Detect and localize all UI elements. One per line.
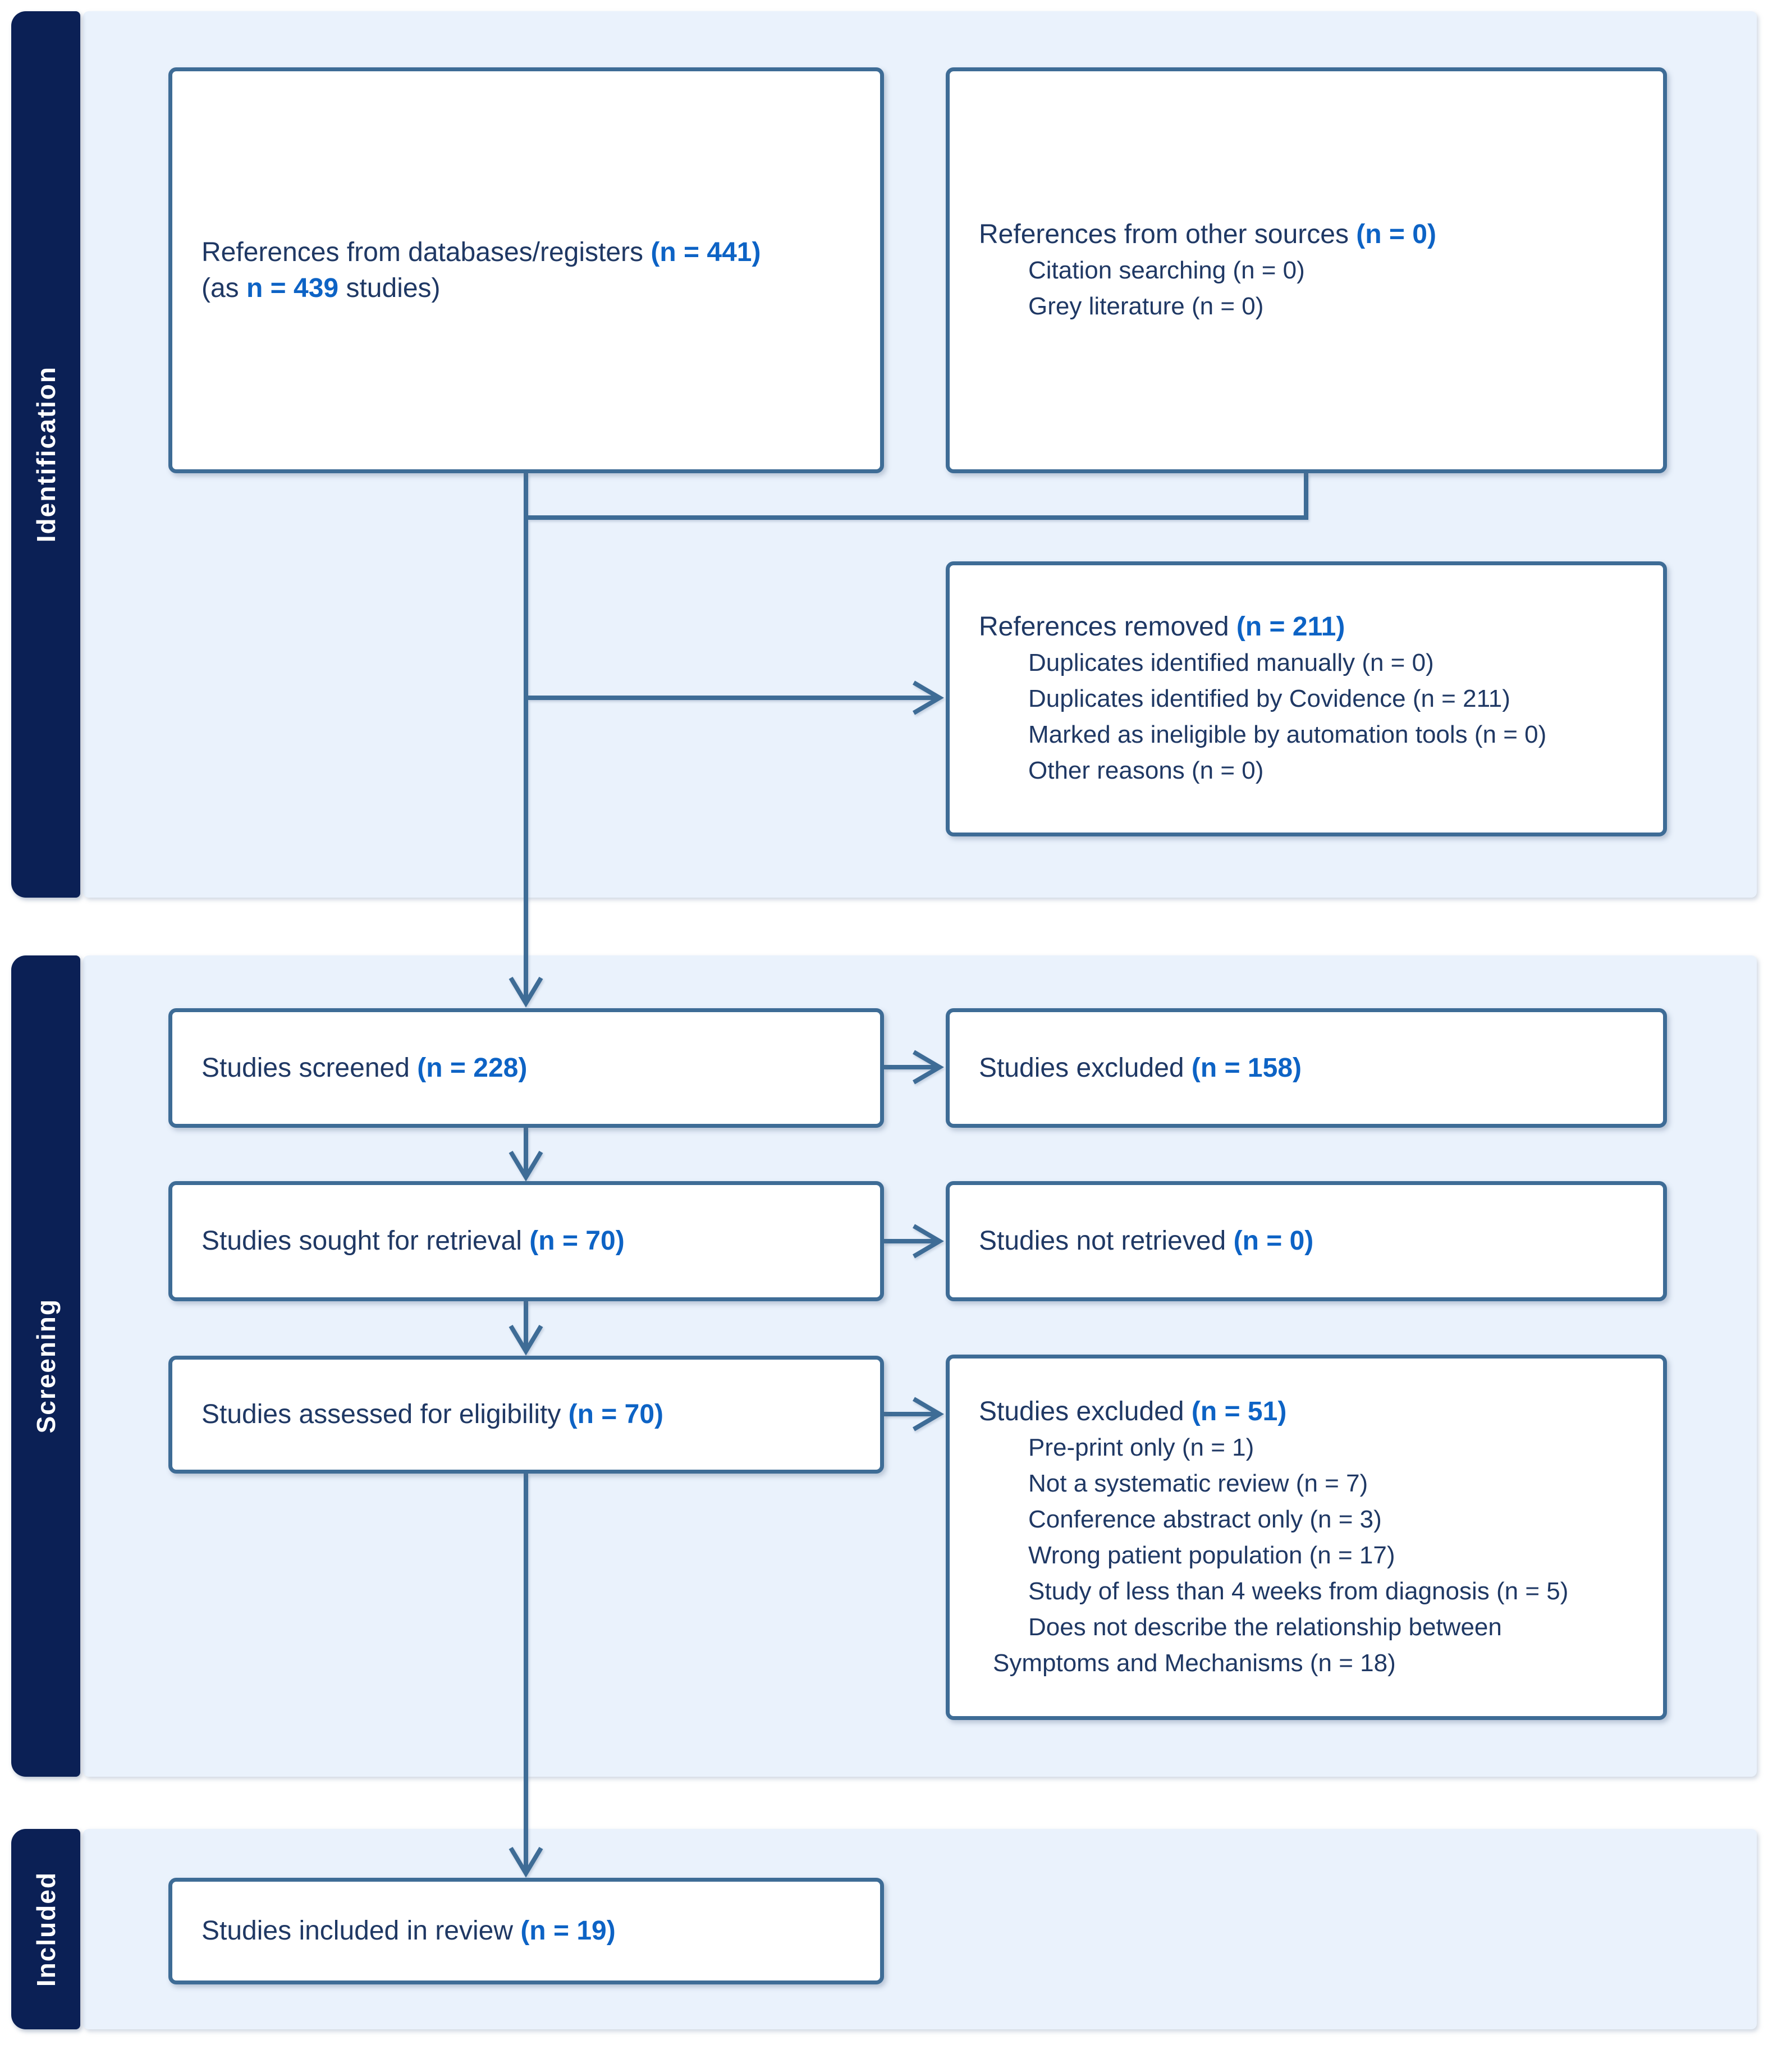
box-studies-included-review: Studies included in review (n = 19) — [168, 1878, 884, 1984]
box-studies-sought-retrieval: Studies sought for retrieval (n = 70) — [168, 1181, 884, 1301]
box-text-line: Pre-print only (n = 1) — [979, 1430, 1634, 1466]
count-value: (n = 70) — [529, 1226, 625, 1256]
box-text-line: Wrong patient population (n = 17) — [979, 1538, 1634, 1574]
label-text: Wrong patient population (n = 17) — [1028, 1541, 1395, 1569]
sidebar-screening-bar: Screening — [11, 955, 80, 1777]
box-text-line: Symptoms and Mechanisms (n = 18) — [979, 1645, 1634, 1681]
box-studies-not-retrieved: Studies not retrieved (n = 0) — [946, 1181, 1667, 1301]
box-text-line: Not a systematic review (n = 7) — [979, 1466, 1634, 1502]
count-value: (n = 0) — [1233, 1226, 1314, 1256]
label-text: Duplicates identified manually (n = 0) — [1028, 649, 1434, 676]
label-text: Not a systematic review (n = 7) — [1028, 1469, 1368, 1497]
box-text-line: Grey literature (n = 0) — [979, 289, 1634, 324]
box-text-line: Duplicates identified manually (n = 0) — [979, 645, 1634, 681]
box-text-line: (as n = 439 studies) — [201, 271, 851, 307]
label-text: studies) — [338, 273, 441, 303]
box-text-line: Studies included in review (n = 19) — [201, 1913, 851, 1949]
box-text-line: Duplicates identified by Covidence (n = … — [979, 681, 1634, 717]
label-text: Symptoms and Mechanisms (n = 18) — [993, 1649, 1396, 1677]
count-value: (n = 441) — [651, 237, 761, 267]
label-text: Studies screened — [201, 1053, 418, 1083]
box-text-line: Studies sought for retrieval (n = 70) — [201, 1223, 851, 1259]
box-text-line: Conference abstract only (n = 3) — [979, 1502, 1634, 1538]
label-text: Studies excluded — [979, 1053, 1192, 1083]
box-text-line: Studies screened (n = 228) — [201, 1050, 851, 1086]
box-text-line: Study of less than 4 weeks from diagnosi… — [979, 1574, 1634, 1609]
label-text: Study of less than 4 weeks from diagnosi… — [1028, 1577, 1569, 1605]
box-text-line: Studies assessed for eligibility (n = 70… — [201, 1397, 851, 1433]
count-value: (n = 19) — [520, 1916, 616, 1946]
count-value: (n = 228) — [417, 1053, 528, 1083]
label-text: Studies not retrieved — [979, 1226, 1234, 1256]
box-studies-excluded-eligibility: Studies excluded (n = 51) Pre-print only … — [946, 1355, 1667, 1720]
box-studies-assessed-eligibility: Studies assessed for eligibility (n = 70… — [168, 1356, 884, 1474]
box-text-line: Studies excluded (n = 158) — [979, 1050, 1634, 1086]
box-text-line: Does not describe the relationship betwe… — [979, 1609, 1634, 1645]
box-text-line: References from databases/registers (n =… — [201, 235, 851, 271]
count-value: (n = 211) — [1236, 612, 1345, 642]
label-text: Marked as ineligible by automation tools… — [1028, 721, 1547, 748]
box-text-line: Studies excluded (n = 51) — [979, 1394, 1634, 1430]
count-value: n = 439 — [246, 273, 339, 303]
box-text-line: Other reasons (n = 0) — [979, 753, 1634, 789]
box-text-line: Marked as ineligible by automation tools… — [979, 717, 1634, 753]
box-text-line: References removed (n = 211) — [979, 609, 1634, 645]
box-text-line: References from other sources (n = 0) — [979, 217, 1634, 253]
box-text-line: Citation searching (n = 0) — [979, 253, 1634, 289]
count-value: (n = 0) — [1356, 219, 1436, 249]
label-text: Duplicates identified by Covidence (n = … — [1028, 685, 1510, 712]
label-text: References from databases/registers — [201, 237, 651, 267]
count-value: (n = 51) — [1191, 1396, 1287, 1426]
label-text: Studies assessed for eligibility — [201, 1399, 569, 1429]
sidebar-included-bar: Included — [11, 1829, 80, 2029]
label-text: References from other sources — [979, 219, 1357, 249]
label-text: Grey literature (n = 0) — [1028, 292, 1264, 320]
count-value: (n = 158) — [1191, 1053, 1302, 1083]
label-text: Other reasons (n = 0) — [1028, 757, 1264, 784]
included-stage-label: Included — [31, 1871, 61, 1987]
screening-stage-label: Screening — [31, 1298, 61, 1434]
box-references-other-sources: References from other sources (n = 0) Cit… — [946, 67, 1667, 473]
box-references-removed: References removed (n = 211) Duplicates i… — [946, 561, 1667, 836]
box-studies-screened: Studies screened (n = 228) — [168, 1008, 884, 1128]
sidebar-identification-bar: Identification — [11, 11, 80, 898]
label-text: Studies included in review — [201, 1916, 521, 1946]
identification-stage-label: Identification — [31, 366, 61, 543]
label-text: Pre-print only (n = 1) — [1028, 1433, 1254, 1461]
label-text: (as — [201, 273, 247, 303]
label-text: Studies excluded — [979, 1396, 1192, 1426]
label-text: Studies sought for retrieval — [201, 1226, 530, 1256]
label-text: Conference abstract only (n = 3) — [1028, 1505, 1382, 1533]
count-value: (n = 70) — [568, 1399, 664, 1429]
label-text: Citation searching (n = 0) — [1028, 256, 1305, 284]
box-studies-excluded-screening: Studies excluded (n = 158) — [946, 1008, 1667, 1128]
box-text-line: Studies not retrieved (n = 0) — [979, 1223, 1634, 1259]
box-references-databases: References from databases/registers (n =… — [168, 67, 884, 473]
label-text: References removed — [979, 612, 1236, 642]
label-text: Does not describe the relationship betwe… — [1028, 1613, 1502, 1641]
